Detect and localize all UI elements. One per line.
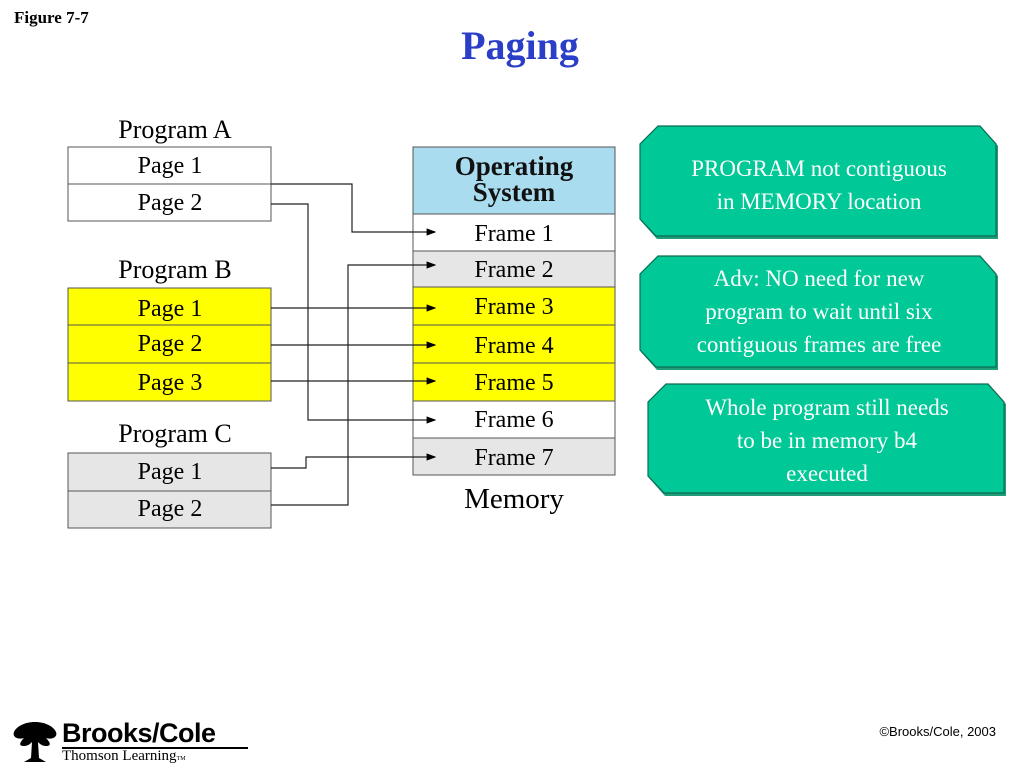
operating-system-block: [412, 146, 616, 215]
callout-2-line-1: Adv: NO need for new: [713, 266, 925, 291]
frame-5-label: Frame 5: [474, 370, 553, 396]
callout-1-line-1: PROGRAM not contiguous: [691, 156, 947, 181]
operating-system-label-line-1: Operating: [455, 151, 574, 181]
program-b-page-2-label: Page 2: [138, 331, 203, 357]
frame-3-cell: [412, 286, 616, 326]
tree-icon: [13, 722, 57, 762]
callout-box-2: [639, 255, 998, 370]
brooks-cole-logo: Brooks/Cole Thomson LearningTM: [10, 718, 260, 764]
callout-box-1: [639, 125, 998, 239]
frame-1-cell: [412, 213, 616, 252]
program-a-page-1-label: Page 1: [138, 153, 203, 179]
operating-system-label-line-2: System: [473, 177, 556, 207]
callout-3-line-1: Whole program still needs: [705, 395, 949, 420]
mapping-arrow-c2-frame-2: [271, 261, 437, 506]
frame-2-cell: [412, 250, 616, 288]
slide-title: Paging: [461, 23, 579, 68]
program-b-page-3-cell: [67, 362, 272, 402]
program-a-label: Program A: [118, 115, 232, 144]
callout-text-2: Adv: NO need for new program to wait unt…: [644, 262, 994, 361]
frame-3-label: Frame 3: [474, 294, 553, 320]
callout-2-line-3: contiguous frames are free: [696, 332, 942, 357]
callout-text-3: Whole program still needs to be in memor…: [652, 391, 1002, 490]
copyright-notice: ©Brooks/Cole, 2003: [879, 724, 996, 739]
program-c-page-2-cell: [67, 490, 272, 529]
frame-7-cell: [412, 437, 616, 476]
frame-2-label: Frame 2: [474, 257, 553, 283]
program-a-page-2-cell: [67, 183, 272, 222]
program-a-page-2-label: Page 2: [138, 190, 203, 216]
callout-box-3: [647, 383, 1006, 496]
program-c-page-1-label: Page 1: [138, 459, 203, 485]
frame-7-label: Frame 7: [474, 445, 553, 471]
logo-subtitle-text: Thomson Learning: [62, 748, 177, 764]
mapping-arrow-a2-frame-6: [271, 203, 437, 424]
mapping-arrow-c1-frame-7: [271, 453, 437, 469]
logo-subtitle: Thomson LearningTM: [62, 748, 186, 767]
program-b-page-3-label: Page 3: [138, 370, 203, 396]
frame-5-cell: [412, 362, 616, 402]
program-b-label: Program B: [118, 255, 231, 284]
frame-4-label: Frame 4: [474, 333, 553, 359]
memory-caption: Memory: [464, 483, 564, 515]
figure-label: Figure 7-7: [14, 8, 89, 27]
program-a-page-1-cell: [67, 146, 272, 185]
callout-3-line-3: executed: [786, 461, 868, 486]
program-c-page-2-label: Page 2: [138, 496, 203, 522]
logo-trademark: TM: [176, 756, 186, 762]
mapping-arrow-a1-frame-1: [271, 183, 437, 236]
callout-3-line-2: to be in memory b4: [736, 428, 918, 453]
frame-6-label: Frame 6: [474, 407, 553, 433]
frame-4-cell: [412, 324, 616, 364]
program-c-label: Program C: [118, 419, 231, 448]
frame-1-label: Frame 1: [474, 221, 553, 247]
logo-brand-name: Brooks/Cole: [62, 718, 216, 748]
callout-1-line-2: in MEMORY location: [716, 189, 922, 214]
program-b-page-1-label: Page 1: [138, 296, 203, 322]
logo-divider: [62, 747, 248, 749]
callout-text-1: PROGRAM not contiguous in MEMORY locatio…: [644, 152, 994, 218]
callout-2-line-2: program to wait until six: [705, 299, 933, 324]
